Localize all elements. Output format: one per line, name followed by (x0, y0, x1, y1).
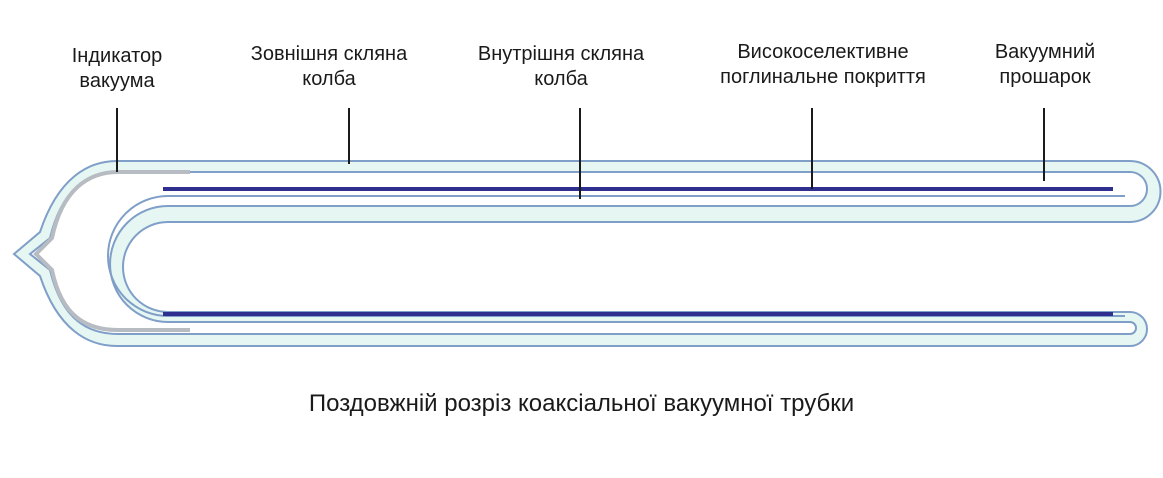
label-outer-glass-bulb-line2: колба (302, 68, 356, 90)
label-vacuum-layer-line1: Вакуумний (994, 41, 1096, 63)
inner-glass-bulb-surface (107, 195, 1125, 317)
label-outer-glass-bulb-line1: Зовнішня скляна (250, 43, 408, 65)
diagram-caption: Поздовжній розріз коаксіальної вакуумної… (308, 390, 855, 417)
label-inner-glass-bulb-line2: колба (534, 68, 588, 90)
label-inner-glass-bulb-line1: Внутрішня скляна (477, 43, 645, 65)
label-vacuum-layer-line2: прошарок (999, 66, 1091, 88)
label-selective-coating: Високоселективне поглинальне покриття (688, 40, 958, 90)
label-vacuum-indicator-line2: вакуума (79, 70, 155, 92)
label-selective-coating-line1: Високоселективне (737, 41, 909, 63)
label-vacuum-indicator-line1: Індикатор (71, 45, 163, 67)
label-vacuum-layer: Вакуумний прошарок (970, 40, 1120, 90)
label-inner-glass-bulb: Внутрішня скляна колба (456, 42, 666, 92)
vacuum-indicator-layer (33, 170, 190, 332)
label-vacuum-indicator: Індикатор вакуума (52, 44, 182, 94)
label-outer-glass-bulb: Зовнішня скляна колба (229, 42, 429, 92)
outer-glass-bulb (12, 160, 1162, 347)
label-selective-coating-line2: поглинальне покриття (720, 66, 926, 88)
